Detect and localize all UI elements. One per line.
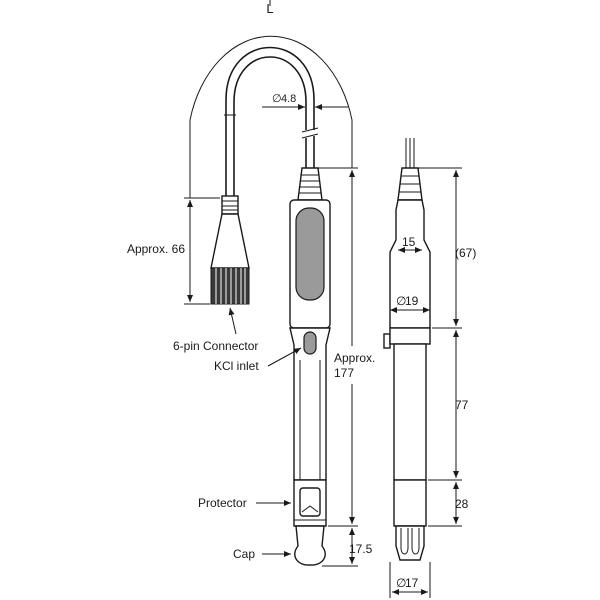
cable-diameter-dimension: ∅ 4.8 xyxy=(262,93,348,110)
connector-knurl xyxy=(215,268,246,304)
connector-length-dimension: Approx. 66 xyxy=(127,197,220,305)
electrode-side-view xyxy=(383,138,431,561)
tip-diameter-dimension: ∅ 17 xyxy=(389,562,431,598)
tip-length-dimension: 17.5 xyxy=(322,528,373,567)
cable-length-label: L xyxy=(266,1,273,16)
body-length-label-line1: Approx. xyxy=(334,351,375,365)
cable-diameter-label: 4.8 xyxy=(281,93,296,105)
protector-callout: Protector xyxy=(198,496,291,510)
cable-length-dimension: L xyxy=(189,0,353,198)
tip-diameter-label: 17 xyxy=(405,576,419,590)
connector-callout: 6-pin Connector xyxy=(173,307,258,353)
body-diameter-symbol: ∅ xyxy=(396,294,406,308)
side-vertical-dimensions: (67) 77 28 xyxy=(418,167,476,527)
body-length-dimension: Approx. 177 xyxy=(318,167,375,527)
tip-length-label: 17.5 xyxy=(349,542,373,556)
grip-window xyxy=(295,207,325,301)
neck-diameter-label: 15 xyxy=(402,235,416,249)
cable-diameter-symbol: ∅ xyxy=(272,93,282,105)
connector-callout-label: 6-pin Connector xyxy=(173,339,258,353)
cap-callout: Cap xyxy=(233,547,291,561)
cable xyxy=(224,46,319,196)
kcl-inlet-port xyxy=(303,331,317,355)
lower-length-label: 28 xyxy=(455,497,469,511)
connector-length-label: Approx. 66 xyxy=(127,242,185,256)
cap xyxy=(294,525,326,566)
connector xyxy=(210,195,250,305)
body-diameter-label: 19 xyxy=(405,294,419,308)
body-diameter-dimension: ∅ 19 xyxy=(390,294,430,313)
kcl-inlet-callout: KCl inlet xyxy=(214,347,302,373)
cap-label: Cap xyxy=(233,547,255,561)
tip-diameter-symbol: ∅ xyxy=(396,576,406,590)
upper-length-label: (67) xyxy=(455,246,476,260)
body-length-label-line2: 177 xyxy=(334,366,354,380)
mid-length-label: 77 xyxy=(455,398,469,412)
protector-label: Protector xyxy=(198,496,247,510)
electrode-front-view xyxy=(289,167,331,566)
neck-diameter-dimension: 15 xyxy=(398,235,422,253)
kcl-inlet-label: KCl inlet xyxy=(214,359,259,373)
